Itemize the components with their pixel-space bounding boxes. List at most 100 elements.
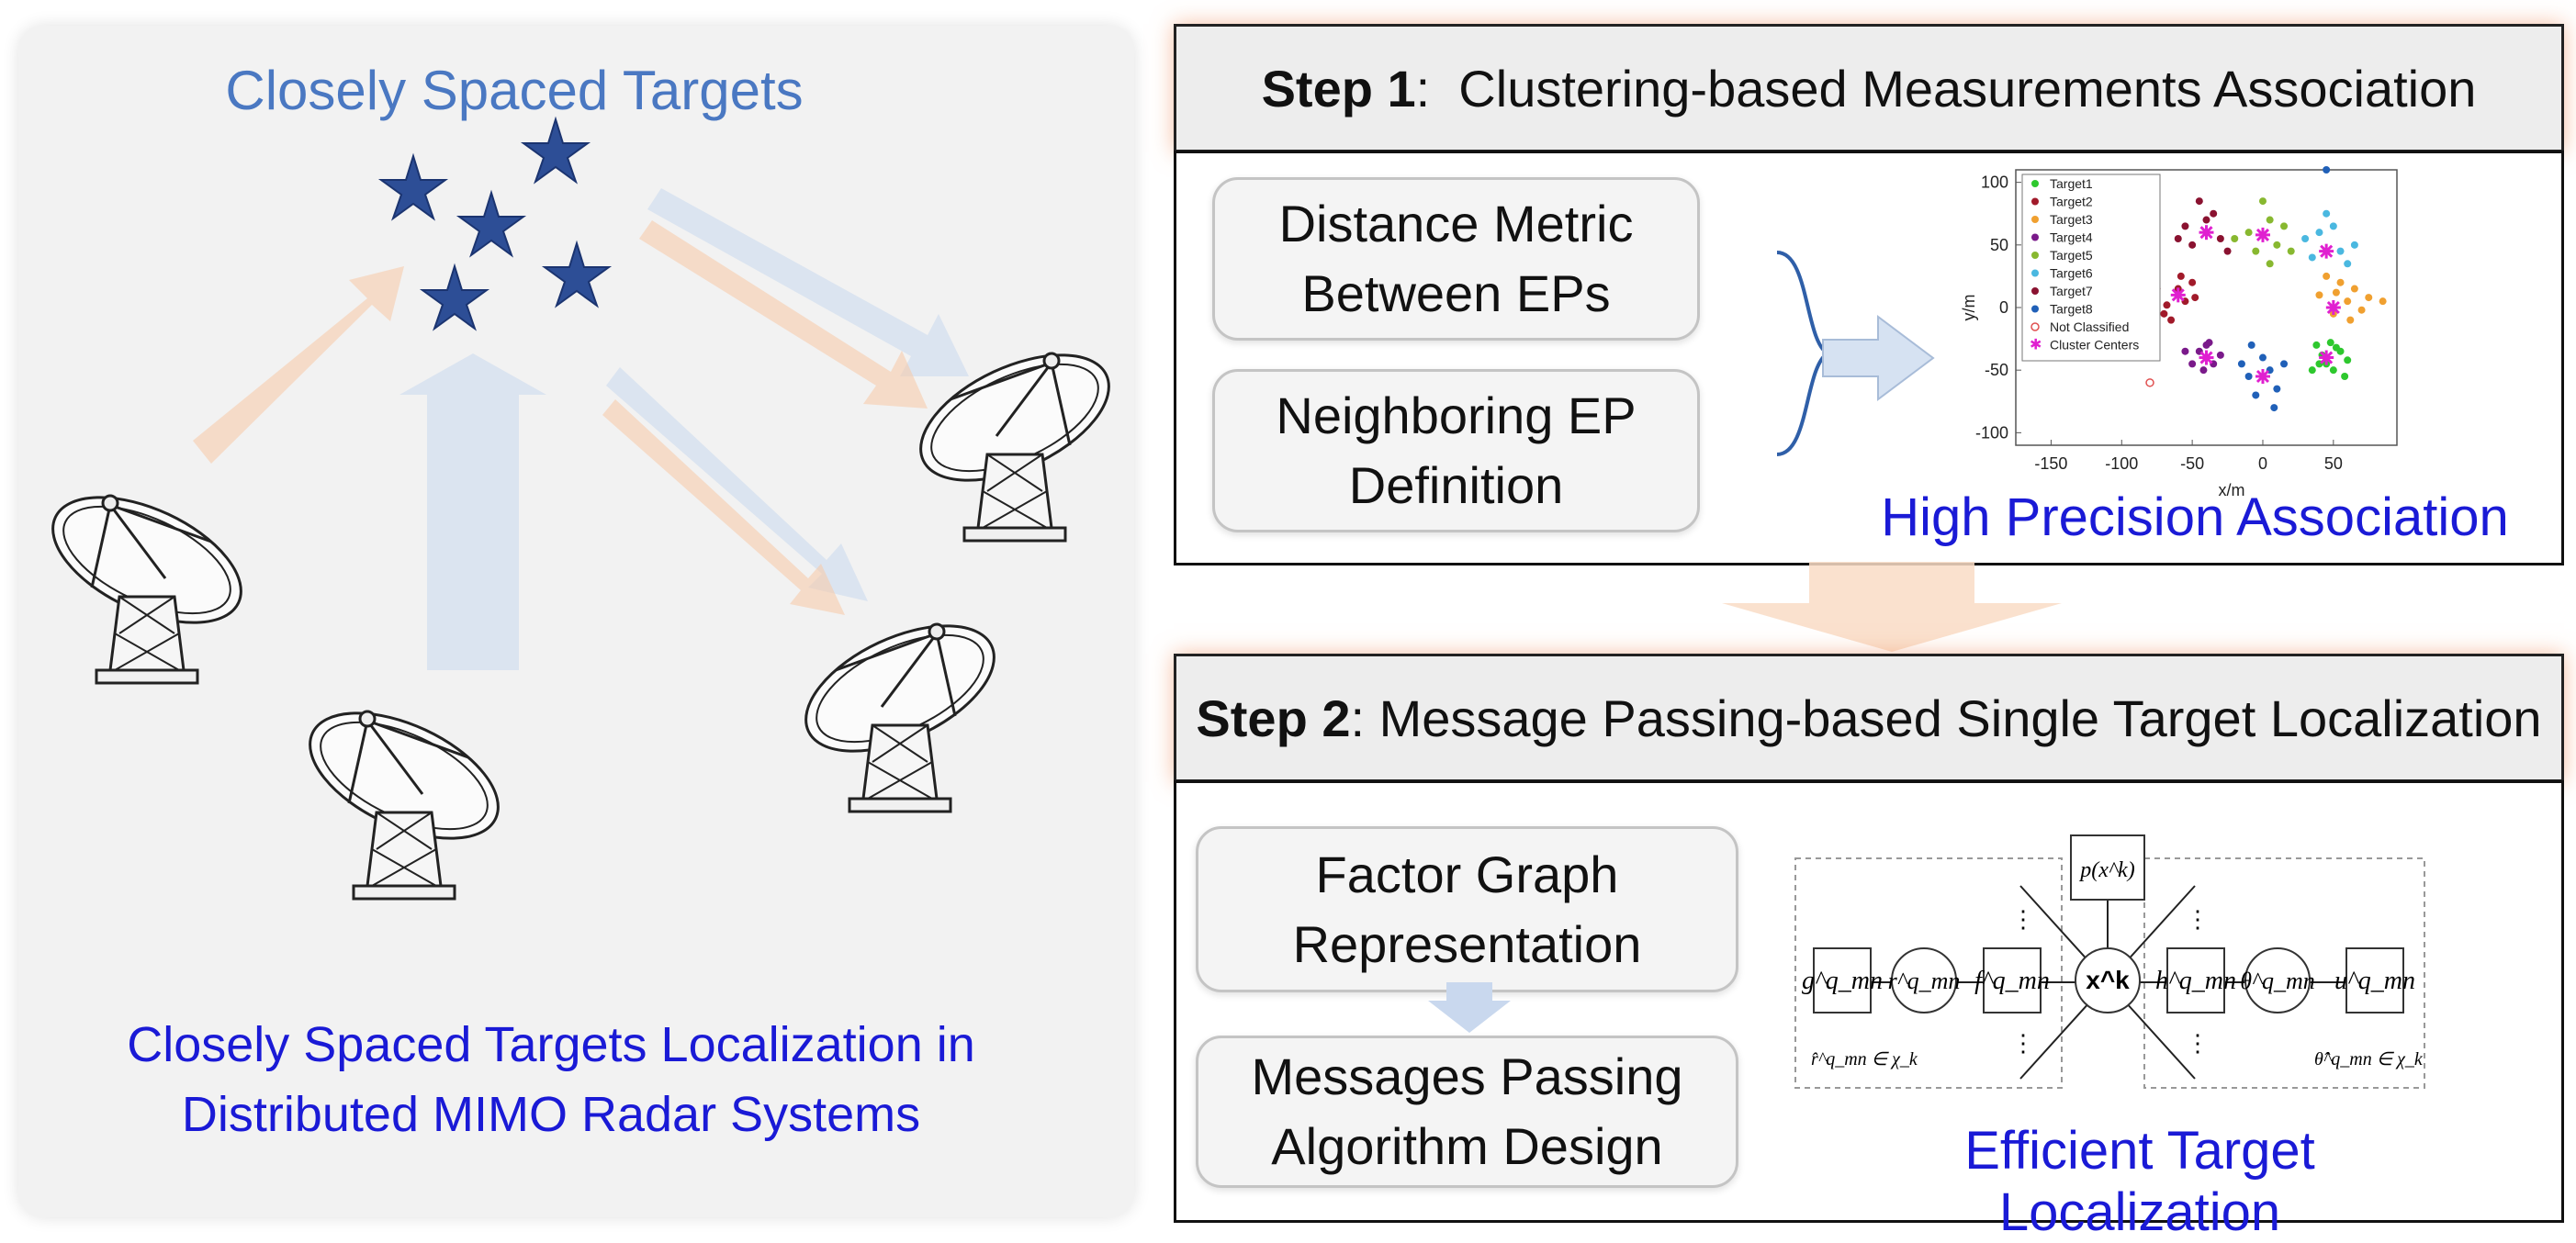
- factor-graph: p(x^k) g^q_mn r^q_mn f^q_mn x^k h^q_mn θ…: [1794, 834, 2425, 1089]
- legend-label: Target2: [2050, 195, 2093, 209]
- vertical-dots: ⋮: [2186, 905, 2210, 933]
- data-point: [2205, 339, 2213, 347]
- cluster-center: [2319, 350, 2334, 365]
- left-title: Closely Spaced Targets: [225, 60, 804, 121]
- left-caption-line1: Closely Spaced Targets Localization in: [127, 1017, 975, 1072]
- legend-label: Target7: [2050, 284, 2093, 298]
- u-label: u^q_mn: [2334, 967, 2415, 995]
- data-point: [2301, 235, 2310, 242]
- cluster-center: [2325, 300, 2341, 315]
- legend-marker: [2031, 287, 2039, 295]
- down-arrow: [1722, 562, 2062, 652]
- arrow-radar2-to-targets: [399, 353, 546, 670]
- data-point: [2199, 366, 2208, 375]
- data-point: [2202, 216, 2210, 224]
- prior-factor: [2070, 834, 2145, 901]
- legend-marker: [2031, 180, 2039, 187]
- small-down-arrow: [1428, 982, 1511, 1033]
- h-factor: [2166, 947, 2225, 1013]
- legend-label: Target3: [2050, 212, 2093, 227]
- g-label: g^q_mn: [1802, 967, 1883, 995]
- prior-label: p(x^k): [2078, 858, 2134, 882]
- cluster-center: [2199, 350, 2214, 365]
- data-point: [2308, 366, 2316, 375]
- data-point: [2160, 309, 2168, 318]
- step1-sep: :: [1415, 59, 1431, 118]
- data-point: [2252, 391, 2260, 399]
- legend-box: [2021, 174, 2161, 362]
- r-variable: [1891, 947, 1957, 1013]
- x-variable: [2075, 947, 2141, 1013]
- y-tick-label: 0: [1999, 298, 2008, 317]
- legend-marker: [2030, 322, 2040, 331]
- legend-marker: [2031, 269, 2039, 277]
- arrow-radar1-to-targets: [193, 266, 404, 464]
- data-point: [2280, 222, 2289, 230]
- data-point: [2216, 235, 2224, 242]
- data-point: [2244, 229, 2253, 237]
- data-point: [2350, 241, 2358, 249]
- data-point: [2336, 278, 2345, 286]
- data-point: [2273, 241, 2281, 249]
- theta-label: θ^q_mn: [2240, 968, 2315, 994]
- data-point: [2258, 197, 2267, 206]
- data-point: [2266, 260, 2274, 268]
- right-note: θ̂^q_mn ∈ χ_k: [2314, 1049, 2424, 1069]
- data-point: [2350, 285, 2358, 293]
- x-label: x^k: [2086, 966, 2130, 994]
- data-point: [2237, 360, 2245, 368]
- data-point: [2332, 343, 2340, 352]
- legend-marker: [2031, 252, 2039, 259]
- y-tick-label: 50: [1990, 236, 2008, 254]
- legend-label: Not Classified: [2050, 319, 2129, 334]
- step1-result: High Precision Association: [1881, 487, 2509, 547]
- legend-marker: [2031, 216, 2039, 223]
- data-point: [2315, 229, 2323, 237]
- step2-label: Step 2: [1196, 689, 1351, 747]
- step1-title: Clustering-based Measurements Associatio…: [1430, 59, 2477, 118]
- legend-label: Target5: [2050, 248, 2093, 263]
- x-tick-label: 50: [2324, 454, 2343, 473]
- data-point: [2315, 291, 2323, 299]
- legend-label: Target1: [2050, 176, 2093, 191]
- data-point: [2332, 288, 2340, 297]
- radar-dish-2: [289, 686, 519, 901]
- data-point: [2216, 351, 2224, 359]
- data-point: [2323, 166, 2331, 174]
- legend-marker: ✱: [2030, 338, 2042, 353]
- data-point: [2346, 316, 2355, 324]
- data-point: [2223, 247, 2232, 255]
- x-tick-label: -50: [2180, 454, 2204, 473]
- data-point: [2344, 356, 2352, 364]
- data-point: [2145, 378, 2154, 387]
- data-point: [2329, 366, 2337, 375]
- star-icon: [419, 263, 490, 331]
- box-line: Neighboring EP: [1276, 386, 1637, 444]
- y-axis-label: y/m: [1960, 295, 1978, 321]
- data-point: [2210, 209, 2218, 218]
- data-point: [2280, 360, 2289, 368]
- cluster-center: [2255, 227, 2270, 242]
- arrow-targets-to-radar4-blue: [606, 367, 868, 601]
- data-point: [2357, 306, 2366, 314]
- data-point: [2323, 209, 2331, 218]
- data-point: [2344, 297, 2352, 306]
- f-factor: [1983, 947, 2042, 1013]
- data-point: [2195, 197, 2203, 206]
- data-point: [2379, 297, 2387, 306]
- vertical-dots: ⋮: [2011, 1029, 2035, 1057]
- left-caption-line2: Distributed MIMO Radar Systems: [181, 1087, 921, 1142]
- step1-header: Step 1: Clustering-based Measurements As…: [1174, 24, 2564, 152]
- target-stars: [377, 116, 613, 331]
- brace-arrow: [1776, 251, 1935, 456]
- legend-marker: [2031, 197, 2039, 206]
- data-point: [2323, 272, 2331, 280]
- data-point: [2336, 247, 2345, 255]
- data-point: [2188, 278, 2197, 286]
- data-point: [2308, 253, 2316, 262]
- x-axis-label: x/m: [2219, 481, 2245, 499]
- cluster-center: [2170, 287, 2186, 303]
- star-icon: [377, 152, 449, 221]
